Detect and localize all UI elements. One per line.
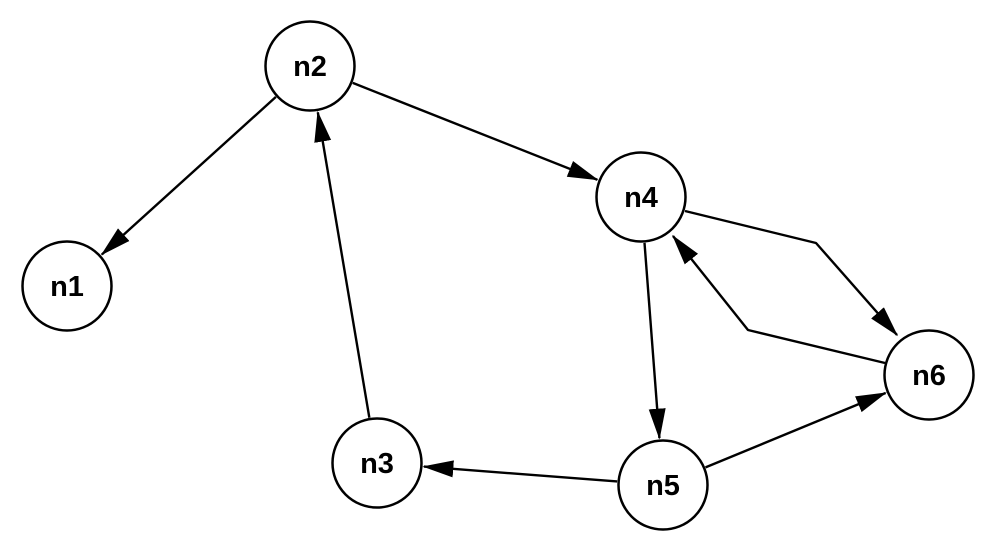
node-n1-circle xyxy=(21,240,113,332)
edge-n4-n6 xyxy=(684,209,898,337)
node-n2-label: n2 xyxy=(293,51,327,83)
node-n5: n5 xyxy=(617,439,709,531)
node-n1-label: n1 xyxy=(50,271,84,303)
edge-n2-n4 xyxy=(352,81,599,181)
node-n1: n1 xyxy=(21,240,113,332)
node-n6: n6 xyxy=(883,329,975,421)
node-n5-circle xyxy=(617,439,709,531)
node-n3-circle xyxy=(331,417,423,509)
edge-n2-n1 xyxy=(100,95,277,256)
node-n3: n3 xyxy=(331,417,423,509)
node-n3-label: n3 xyxy=(360,448,394,480)
edge-n3-n2 xyxy=(314,110,371,418)
edge-n4-n5 xyxy=(643,242,666,440)
node-n5-label: n5 xyxy=(646,470,680,502)
node-n2: n2 xyxy=(264,20,356,112)
edge-n6-n4 xyxy=(672,234,886,365)
node-n4-label: n4 xyxy=(624,182,658,214)
node-n4-circle xyxy=(595,151,687,243)
edge-n5-n6 xyxy=(705,391,887,469)
node-n2-circle xyxy=(264,20,356,112)
node-n4: n4 xyxy=(595,151,687,243)
edge-n5-n3 xyxy=(422,460,618,483)
node-n6-circle xyxy=(883,329,975,421)
node-n6-label: n6 xyxy=(912,360,946,392)
